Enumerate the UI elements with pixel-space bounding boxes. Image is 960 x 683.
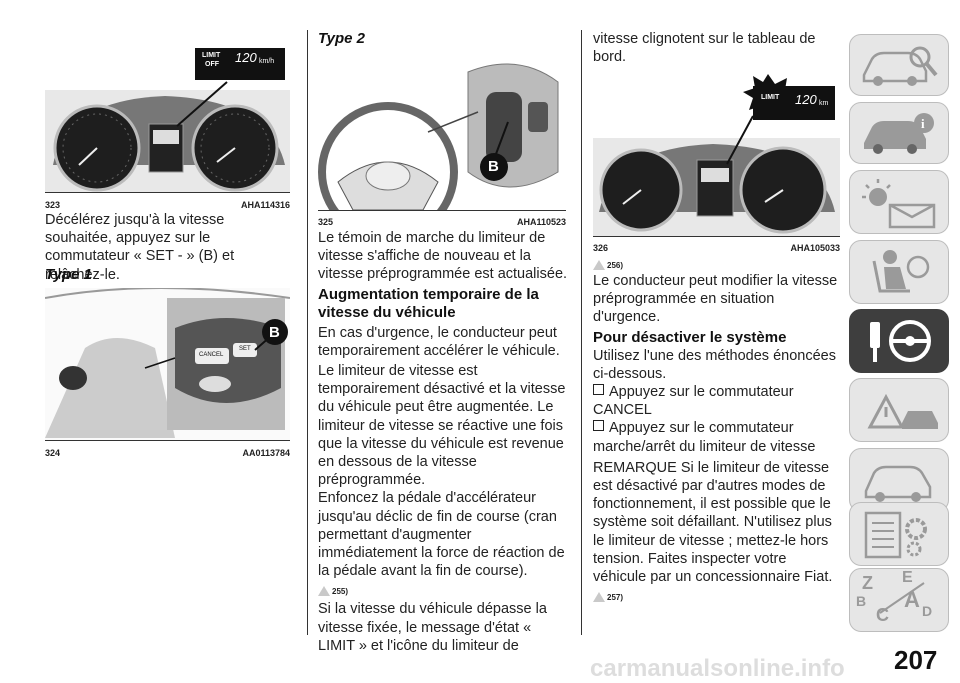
figure-number: 326 [593,243,609,253]
figure-number: 324 [45,448,61,458]
display-limit-label: LIMIT [761,94,780,101]
figure-323-caption: 323 AHA114316 [45,200,290,210]
paragraph-flashing: vitesse clignotent sur le tableau de bor… [593,31,816,66]
paragraph-exceeds-speed: Si la vitesse du véhicule dépasse la vit… [318,601,547,654]
note-257: 257) [593,586,843,603]
figure-326-instrument-cluster: LIMIT 120 km [593,72,840,237]
column-2-text: Le témoin de marche du limiteur de vites… [318,229,568,655]
figure-code: AHA114316 [240,200,290,210]
heading-deactivate-system: Pour désactiver le système [593,328,787,346]
column-3-text: 256) Le conducteur peut modifier la vite… [593,254,843,603]
badge-b: B [488,158,499,175]
bullet-box-icon [593,384,604,396]
chapter-tab-7[interactable] [849,448,949,512]
specs-gear-icon [864,511,927,559]
heading-type-1: Type 1 [45,266,92,283]
display-off-label: OFF [205,61,219,68]
note-256: 256) [593,254,843,270]
warning-triangle-icon [593,260,605,270]
paragraph-modify-speed: Le conducteur peut modifier la vitesse p… [593,273,838,326]
paragraph-emergency: En cas d'urgence, le conducteur peut tem… [318,324,560,359]
alphabet-index-icon [879,582,925,614]
paragraph-press-accelerator: Enfoncez la pédale d'accélérateur jusqu'… [318,490,565,580]
index-letter-z: Z [862,573,873,593]
figure-code: AHA105033 [790,243,840,253]
bullet-on-off: Appuyez sur le commutateur marche/arrêt … [593,420,816,455]
note-255: 255) [318,580,568,597]
heading-temporary-increase: Augmentation temporaire de la vitesse du… [318,285,539,321]
index-letter-d: D [922,603,933,619]
instrument-cluster-image [45,48,290,192]
warning-triangle-car-icon [867,393,938,429]
figure-325-steering-wheel: B [318,52,566,211]
badge-b: B [269,324,280,341]
display-speed-value: 120 [795,92,817,107]
figure-325-caption: 325 AHA110523 [318,217,566,227]
display-limit-label: LIMIT [202,52,221,59]
chapter-tab-4[interactable] [849,240,949,304]
key-steering-wheel-icon [870,320,931,362]
chapter-tab-3[interactable] [849,170,949,234]
page-number: 207 [894,645,938,675]
column-divider-2 [581,30,582,635]
column-1: LIMIT OFF 120 km/h 323 AHA114316 Décélér… [45,0,290,678]
chapter-tab-2[interactable]: i [849,102,949,164]
column-2: Type 2 B 325 AHA110523 Le témoin de marc… [318,0,568,678]
paragraph-limiter-indicator: Le témoin de marche du limiteur de vites… [318,230,568,283]
car-service-icon [864,465,932,502]
cancel-button-label: CANCEL [199,352,224,358]
car-info-icon: i [864,113,934,154]
index-letter-b: B [856,593,867,609]
chapter-tab-9[interactable]: Z E A B C D [849,568,949,632]
index-letter-a: A [904,587,920,612]
bullet-cancel: Appuyez sur le commutateur CANCEL [593,384,794,419]
figure-number: 323 [45,200,61,210]
display-speed-unit: km/h [259,58,275,65]
display-speed-unit: km [819,100,829,107]
figure-326-caption: 326 AHA105033 [593,243,840,253]
instrument-cluster-image [593,74,840,236]
figure-323-instrument-cluster: LIMIT OFF 120 km/h [45,30,290,193]
warning-triangle-icon [318,586,330,597]
figure-324-caption: 324 AA0113784 [45,448,290,458]
chapter-tab-1[interactable] [849,34,949,96]
index-letter-e: E [902,569,913,586]
column-divider-1 [307,30,308,635]
paragraph-decelerate: Décélérez jusqu'à la vitesse souhaitée, … [45,212,235,283]
airbag-seat-icon [872,250,930,293]
paragraph-methods: Utilisez l'une des méthodes énoncées ci-… [593,347,836,382]
chapter-tab-8[interactable] [849,502,949,566]
steering-wheel-type1-image [45,288,290,440]
warning-triangle-icon [593,592,605,603]
car-search-icon [862,46,938,86]
column-3: vitesse clignotent sur le tableau de bor… [593,0,840,678]
figure-code: AHA110523 [516,217,566,227]
figure-code: AA0113784 [242,448,290,458]
display-speed-value: 120 [235,50,257,65]
chapter-tab-6[interactable] [849,378,949,442]
set-button-label: SET [239,346,251,352]
paragraph-temporarily-disabled: Le limiteur de vitesse est temporairemen… [318,363,566,489]
steering-wheel-type2-image [318,63,559,210]
chapter-tab-5-active[interactable] [849,309,949,373]
index-letter-c: C [876,605,889,625]
heading-type-2: Type 2 [318,30,365,47]
bullet-box-icon [593,420,604,432]
figure-number: 325 [318,217,334,227]
watermark: carmanualsonline.info [590,655,845,682]
figure-324-steering-controls: B CANCEL SET [45,288,290,441]
svg-text:i: i [921,116,925,131]
paragraph-remark: REMARQUE Si le limiteur de vitesse est d… [593,459,833,586]
warning-lights-icon [862,179,936,229]
